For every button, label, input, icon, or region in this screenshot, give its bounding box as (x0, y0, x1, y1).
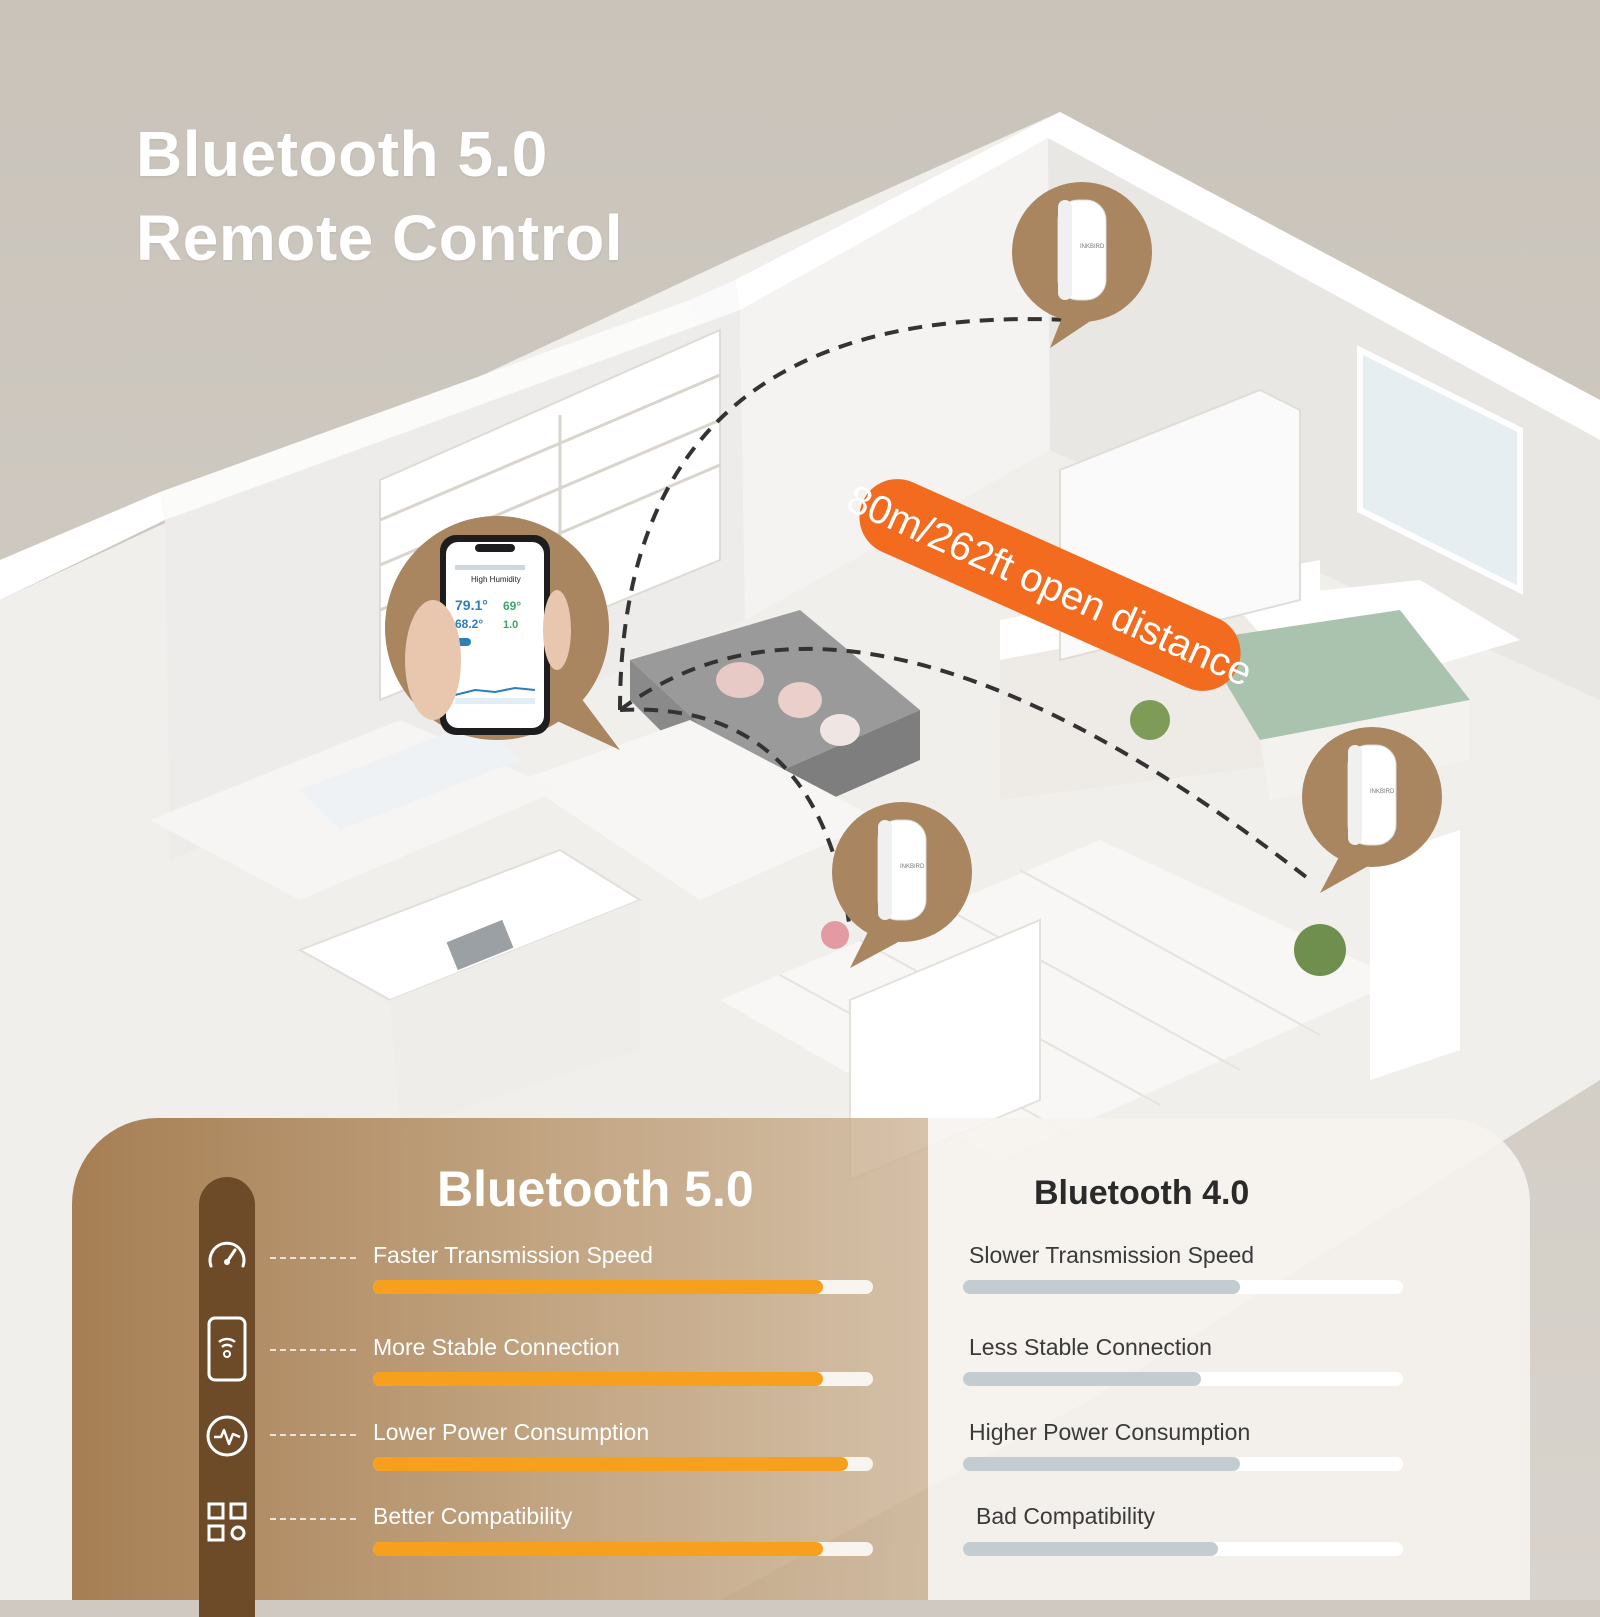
power-pulse-icon (206, 1415, 248, 1457)
bt4-bar-track (963, 1457, 1403, 1471)
bt5-row-label: Better Compatibility (373, 1503, 573, 1529)
bt4-bar-fill (963, 1542, 1219, 1556)
bt4-row-label: Bad Compatibility (976, 1503, 1155, 1529)
comparison-panel (72, 1118, 1530, 1600)
bt5-title: Bluetooth 5.0 (437, 1161, 754, 1217)
headline-line-1: Bluetooth 5.0 (136, 118, 548, 190)
range-badge: 80m/262ft open distance (841, 477, 1259, 695)
bt4-row-label: Higher Power Consumption (969, 1419, 1251, 1445)
sensor-bubble-right: INKBIRD (1302, 727, 1442, 893)
range-badge-text: 80m/262ft open distance (841, 477, 1259, 695)
bt5-bar-fill (373, 1372, 823, 1386)
svg-text:1.0: 1.0 (503, 619, 518, 631)
bt5-bar-track (373, 1542, 873, 1556)
sensor-brand-text: INKBIRD (1080, 244, 1105, 250)
bt4-title: Bluetooth 4.0 (1034, 1174, 1250, 1212)
svg-text:68.2°: 68.2° (455, 617, 483, 631)
bt5-bar-track (373, 1372, 873, 1386)
bt4-bar-fill (963, 1372, 1201, 1386)
phone-signal-icon (207, 1316, 247, 1382)
row-connector (270, 1434, 356, 1436)
row-connector (270, 1257, 356, 1259)
bt5-row-label: Lower Power Consumption (373, 1419, 650, 1445)
bt4-row-label: Less Stable Connection (969, 1334, 1212, 1360)
bt4-bar-track (963, 1280, 1403, 1294)
qr-grid-icon (207, 1502, 247, 1542)
svg-text:79.1°: 79.1° (455, 597, 488, 613)
bt5-row-label: Faster Transmission Speed (373, 1242, 653, 1268)
bt4-bar-fill (963, 1280, 1241, 1294)
bt5-bar-fill (373, 1457, 848, 1471)
bt5-bar-track (373, 1280, 873, 1294)
sensor-bubble-middle: INKBIRD (832, 802, 972, 968)
bt4-bar-track (963, 1372, 1403, 1386)
svg-text:69°: 69° (503, 599, 521, 613)
headline-line-2: Remote Control (136, 202, 623, 274)
bt4-bar-fill (963, 1457, 1241, 1471)
phone-status-text: High Humidity (471, 575, 521, 584)
bt5-row-label: More Stable Connection (373, 1334, 620, 1360)
row-connector (270, 1349, 356, 1351)
bt4-column-bg (928, 1118, 1530, 1600)
bt5-bar-track (373, 1457, 873, 1471)
bt4-row-label: Slower Transmission Speed (969, 1242, 1255, 1268)
sensor-brand-text: INKBIRD (1370, 789, 1395, 795)
icon-rail (199, 1177, 255, 1617)
headline: Bluetooth 5.0 Remote Control (136, 112, 623, 280)
phone-app-bubble: High Humidity 79.1° 69° 68.2° 1.0 (385, 516, 620, 750)
bt5-bar-fill (373, 1280, 823, 1294)
bt5-bar-fill (373, 1542, 823, 1556)
bt4-bar-track (963, 1542, 1403, 1556)
sensor-brand-text: INKBIRD (900, 864, 925, 870)
speedometer-icon (208, 1241, 246, 1268)
sensor-bubble-top: INKBIRD (1012, 182, 1152, 348)
row-connector (270, 1518, 356, 1520)
